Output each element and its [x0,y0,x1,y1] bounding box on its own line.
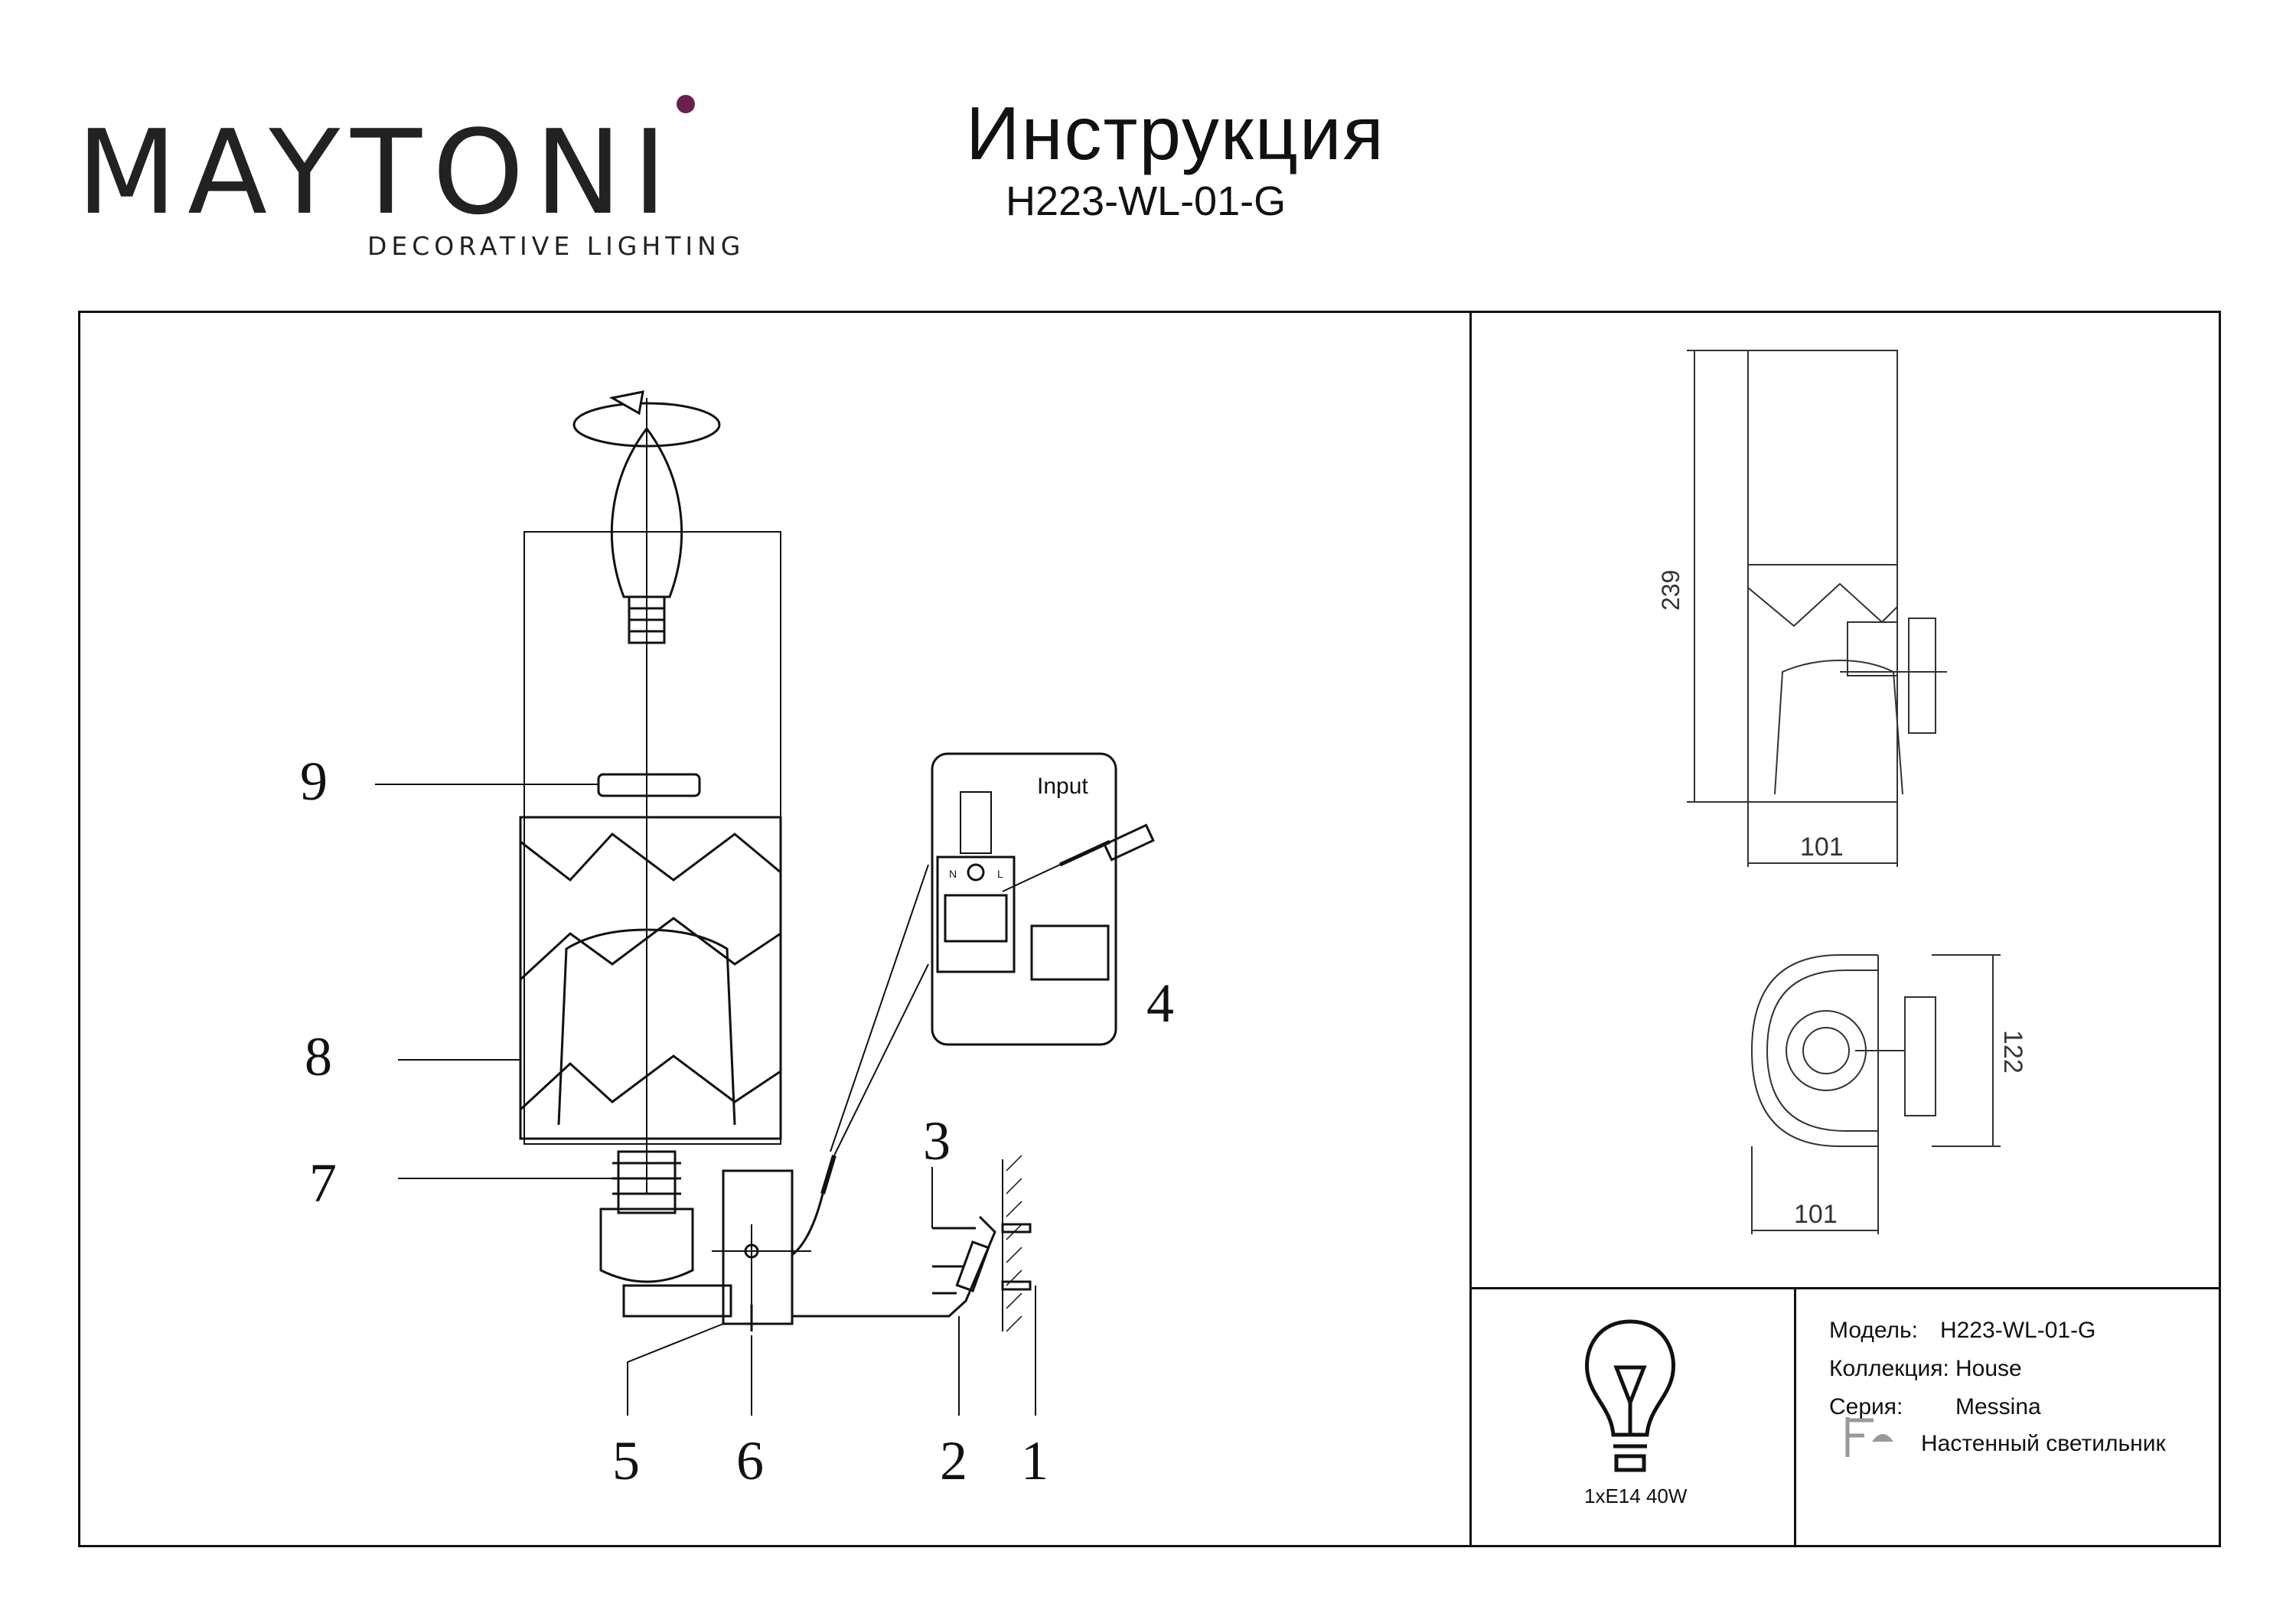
terminal-n-label: N [949,868,957,880]
part-number-3: 3 [923,1110,951,1172]
part-number-6: 6 [736,1430,764,1491]
series-label: Серия: [1829,1394,1903,1419]
instruction-frame [78,311,2221,1547]
dimension-width-top: 101 [1794,1200,1838,1229]
terminal-l-label: L [997,868,1003,880]
dimension-width-front: 101 [1800,833,1844,862]
assembly-diagram: Input N L [375,390,1155,1416]
part-number-2: 2 [940,1430,967,1491]
bulb-spec: 1xE14 40W [1584,1484,1688,1507]
part-number-4: 4 [1146,973,1174,1034]
brand-logo-dot [677,95,695,113]
dimension-drawings: 239 101 122 101 [1657,350,2027,1234]
divider-vertical [1469,311,1472,1547]
model-label: Модель: [1829,1318,1919,1343]
bulb-icon [1585,1319,1675,1472]
divider-horizontal [1469,1287,2221,1289]
part-number-5: 5 [612,1430,640,1491]
brand-tagline: DECORATIVE LIGHTING [367,231,745,261]
dimension-height: 239 [1657,570,1684,611]
lamp-type: Настенный светильник [1921,1431,2166,1456]
divider-specs [1794,1287,1796,1547]
wiring-input-label: Input [1037,774,1088,799]
header-model: H223-WL-01-G [1006,178,1287,224]
series-value: Messina [1955,1394,2041,1419]
part-number-7: 7 [309,1152,337,1214]
page-title: Инструкция [966,91,1385,175]
model-value: H223-WL-01-G [1940,1318,2096,1343]
screwdriver-icon [1058,839,1111,867]
wall-lamp-icon [1845,1417,1893,1457]
part-number-8: 8 [305,1026,332,1087]
brand-logo: MAYTONI [77,105,678,240]
collection-value: House [1955,1356,2022,1381]
part-number-9: 9 [300,751,328,812]
dimension-depth: 122 [1998,1030,2027,1074]
collection-label: Коллекция: [1829,1356,1949,1381]
part-number-1: 1 [1021,1430,1049,1491]
